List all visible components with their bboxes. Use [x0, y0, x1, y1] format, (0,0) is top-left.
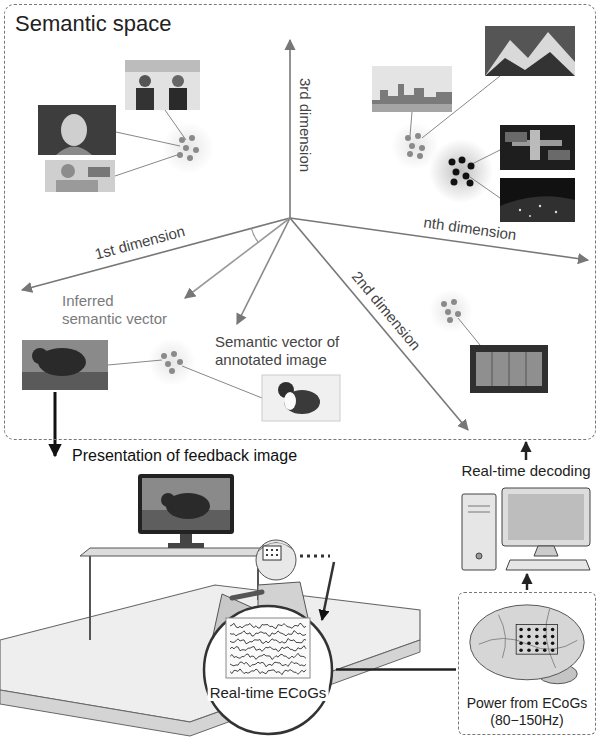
connector-arrow — [336, 668, 456, 671]
photo-thumbnail — [262, 375, 340, 421]
circle-label: Real-time ECoGs — [208, 684, 329, 701]
semantic-axes — [22, 40, 588, 430]
region-title: Semantic space — [15, 11, 172, 37]
photo-thumbnail — [470, 345, 548, 393]
photo-thumbnail — [372, 66, 452, 112]
semantic-dots — [161, 133, 475, 374]
axis-label: 2nd dimension — [348, 268, 423, 353]
connector-arrow — [526, 574, 529, 590]
photo-thumbnail — [125, 60, 200, 110]
photo-thumbnail — [22, 340, 108, 390]
arrow-label: Presentation of feedback image — [72, 446, 297, 465]
box-label: Power from ECoGs (80−150Hz) — [461, 695, 593, 729]
bed — [0, 585, 420, 736]
photo-thumbnail — [485, 26, 575, 76]
axis-label: 3rd dimension — [297, 78, 314, 172]
brain-box: Power from ECoGs (80−150Hz) — [458, 592, 596, 735]
vector-label: Semantic vector of annotated image — [215, 333, 350, 369]
feedback-arrow — [55, 392, 56, 456]
photo-thumbnail — [500, 178, 575, 222]
cluster-halos — [148, 122, 493, 386]
connector-arrow — [525, 442, 528, 460]
signal-pointer — [300, 556, 334, 620]
axis-label: nth dimension — [423, 214, 518, 243]
photo-thumbnail — [500, 125, 575, 170]
process-label: Real-time decoding — [461, 462, 590, 479]
computer-icon — [456, 486, 596, 572]
ecog-magnifier — [202, 604, 334, 736]
computer-node: Real-time decoding — [456, 462, 596, 572]
brain-icon — [459, 597, 595, 689]
photo-thumbnail — [45, 160, 115, 192]
ecog-circle: Real-time ECoGs — [202, 604, 334, 736]
axis-label: 1st dimension — [93, 223, 187, 263]
region-box: Semantic space — [4, 4, 596, 440]
photo-thumbnail — [38, 105, 116, 155]
vector-label: Inferred semantic vector — [62, 292, 172, 328]
